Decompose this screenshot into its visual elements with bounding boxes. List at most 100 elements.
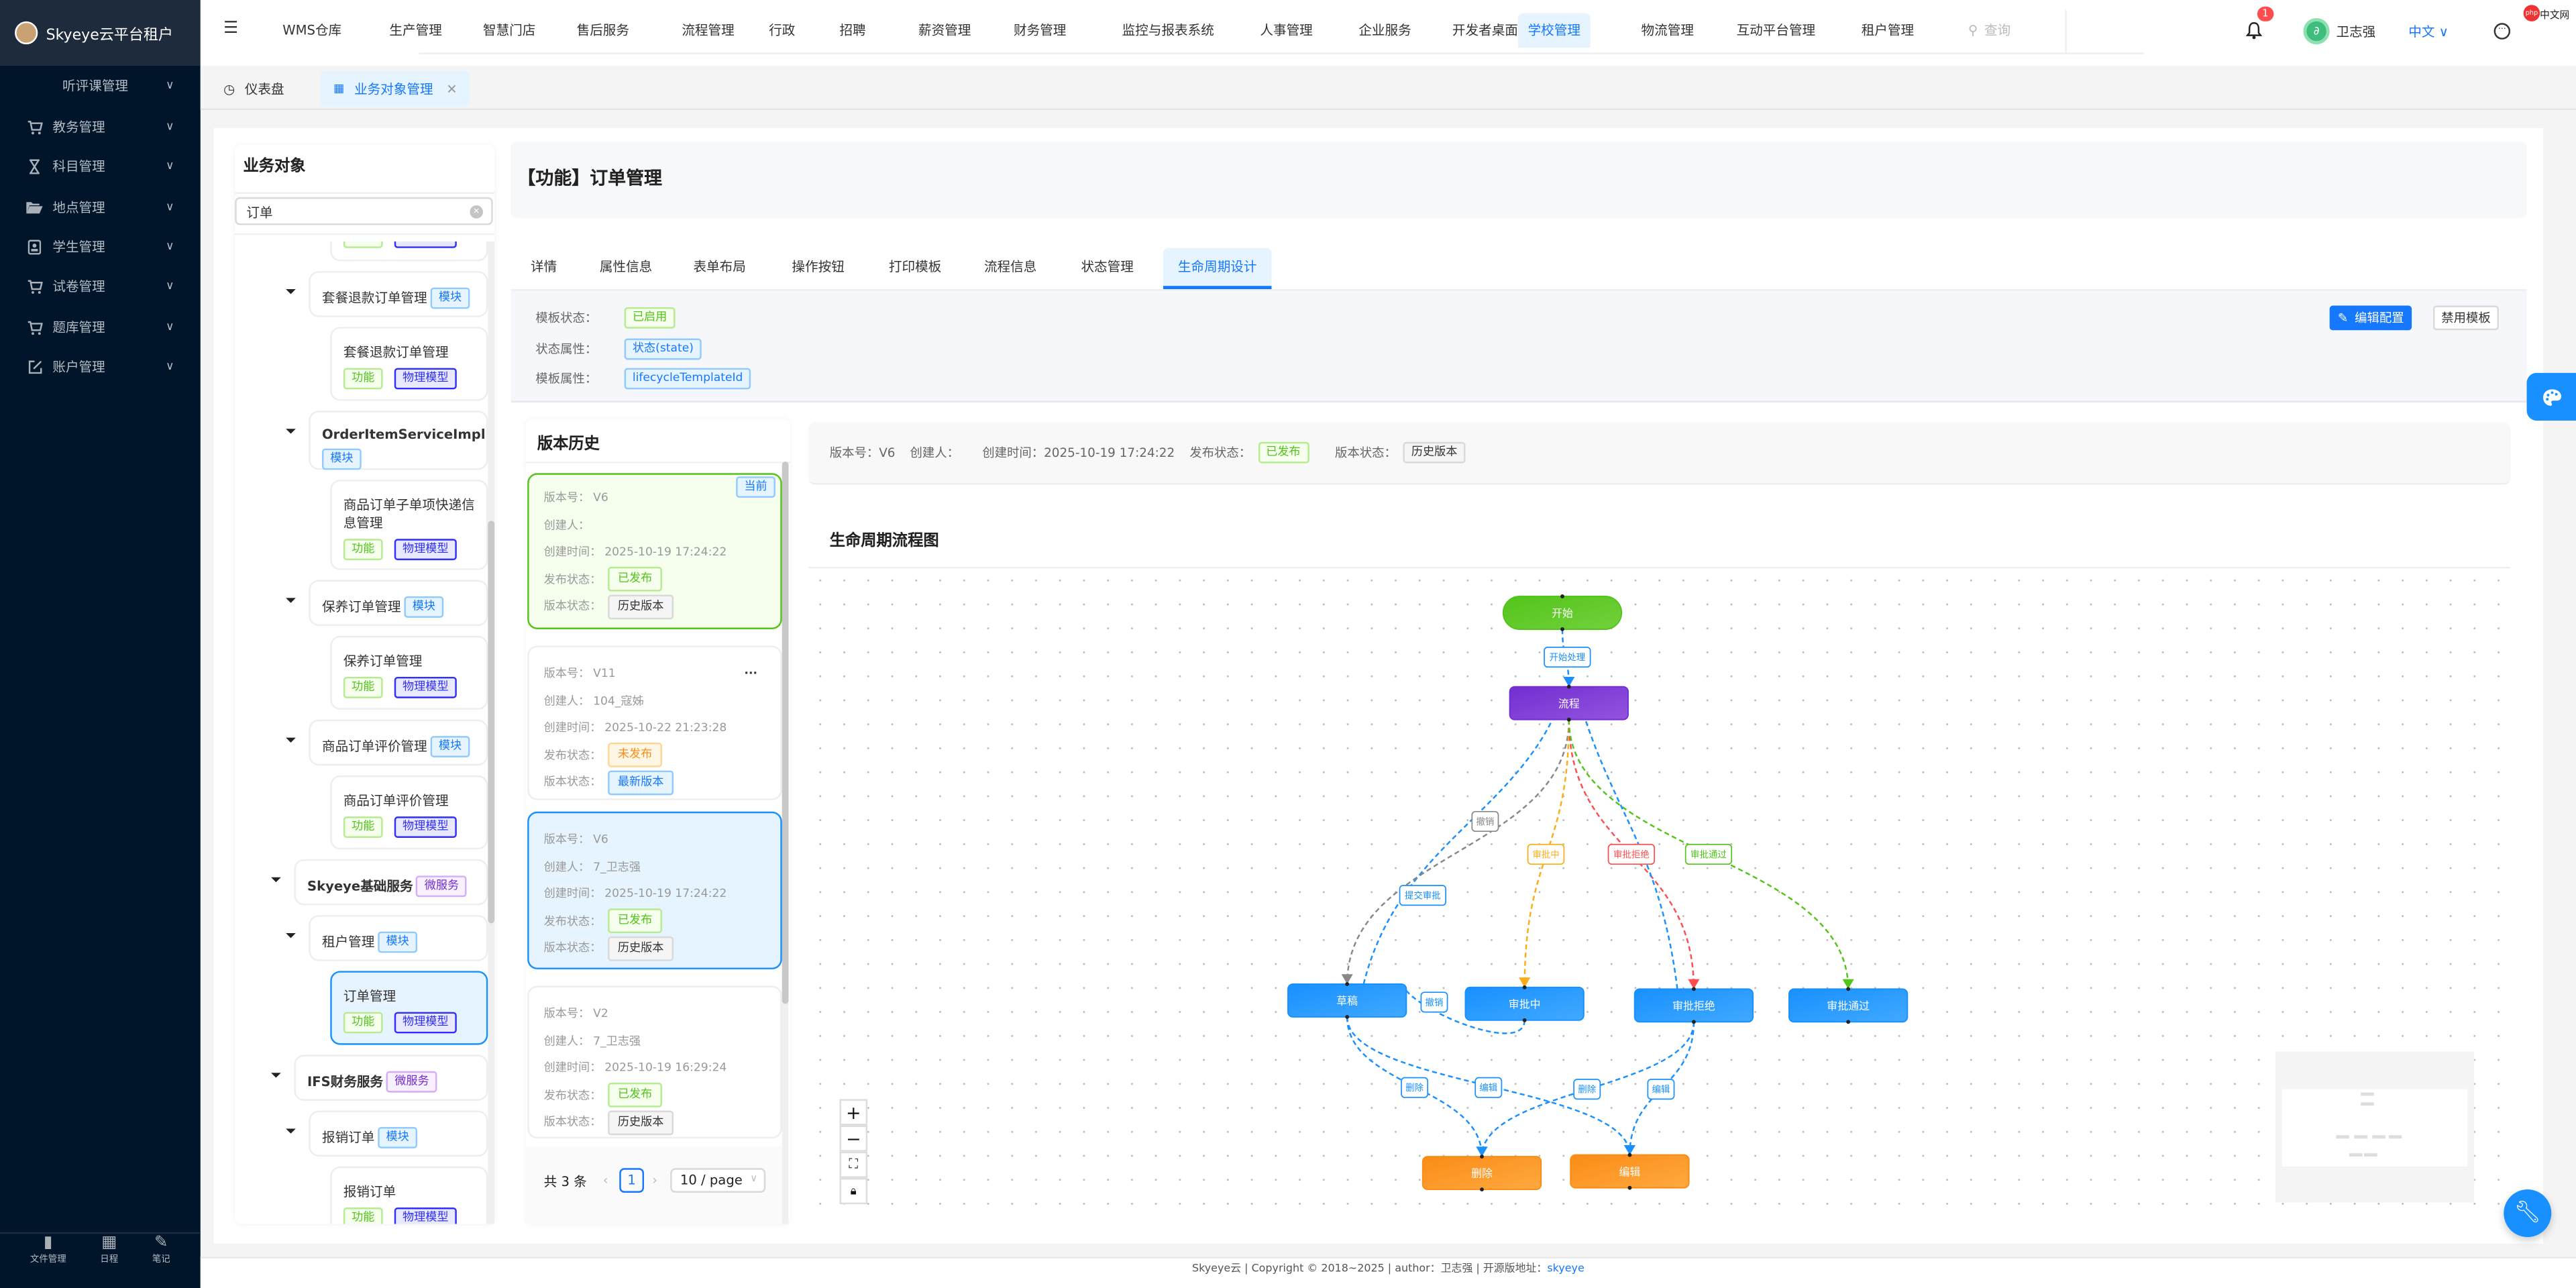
sidebar-item[interactable]: 科目管理∨ [0,148,201,184]
flow-node-pending[interactable]: 审批中 [1464,985,1585,1022]
detail-tab[interactable]: 状态管理 [1081,259,1134,274]
sidebar-tool-1[interactable]: ▦日程 [100,1234,118,1265]
language-select[interactable]: 中文 ∨ [2408,23,2449,41]
flow-canvas[interactable] [808,566,2511,1224]
tree-node-module[interactable]: 套餐退款订单管理模块 [309,271,488,317]
sidebar-item[interactable]: 地点管理∨ [0,189,201,225]
tree-node-func[interactable]: 套餐退款订单管理功能物理模型 [330,327,488,401]
nav-item[interactable]: 互动平台管理 [1736,23,1816,38]
lock-button[interactable]: 🔒︎ [839,1177,868,1205]
nav-item[interactable]: 流程管理 [682,23,735,38]
nav-item[interactable]: 招聘 [839,23,866,38]
fit-view-button[interactable]: ⛶ [839,1151,868,1178]
flow-edge-label[interactable]: 编辑 [1474,1077,1503,1098]
flow-edge-label[interactable]: 删除 [1401,1077,1429,1098]
flow-node-approved[interactable]: 审批通过 [1788,987,1909,1024]
flow-node-edit[interactable]: 编辑 [1570,1152,1690,1190]
tree-scrollbar-thumb[interactable] [488,521,495,924]
user-name[interactable]: 卫志强 [2336,24,2376,40]
detail-tab[interactable]: 详情 [531,259,557,274]
close-icon[interactable]: ✕ [446,81,458,97]
flow-node-process[interactable]: 流程 [1509,684,1629,722]
sidebar-item[interactable]: 题库管理∨ [0,309,201,345]
search-input[interactable]: 查询 [1984,23,2011,38]
sidebar-item[interactable]: 听评课管理∨ [0,67,201,103]
tab-business-object[interactable]: ▦ 业务对象管理 ✕ [320,70,471,107]
zoom-out-button[interactable]: − [839,1125,868,1152]
minimap-viewport[interactable] [2282,1089,2468,1167]
flow-node-draft[interactable]: 草稿 [1287,982,1407,1019]
tab-dashboard[interactable]: ◷ 仪表盘 [210,74,297,103]
expand-caret-icon[interactable] [286,933,296,938]
nav-item[interactable]: 学校管理 [1517,13,1591,48]
nav-item[interactable]: 薪资管理 [918,23,971,38]
sidebar-item[interactable]: 学生管理∨ [0,228,201,264]
flow-edge-label[interactable]: 编辑 [1647,1079,1675,1100]
expand-caret-icon[interactable] [286,429,296,434]
detail-tab[interactable]: 生命周期设计 [1163,248,1272,290]
tree-node-module[interactable]: 商品订单评价管理模块 [309,719,488,766]
expand-caret-icon[interactable] [286,737,296,743]
nav-item[interactable]: 财务管理 [1014,23,1067,38]
tree-node-func[interactable]: 订单管理功能物理模型 [330,971,488,1045]
more-icon[interactable]: ··· [744,667,757,680]
detail-tab[interactable]: 打印模板 [888,259,942,274]
prev-page-button[interactable]: ‹ [602,1173,608,1188]
nav-item[interactable]: 租户管理 [1861,23,1915,38]
nav-item[interactable]: 开发者桌面 [1452,23,1518,38]
detail-tab[interactable]: 表单布局 [693,259,746,274]
nav-item[interactable]: 监控与报表系统 [1122,23,1214,38]
tree-node-module[interactable]: 租户管理模块 [309,915,488,961]
source-link[interactable]: skyeye [1547,1261,1585,1275]
tools-button[interactable]: 🔧︎ [2504,1189,2552,1238]
sidebar-item[interactable]: 教务管理∨ [0,109,201,145]
app-logo[interactable]: Skyeye云平台租户 [0,0,201,66]
user-avatar[interactable]: ∂ [2303,17,2330,45]
chat-icon[interactable]: ··· [2493,23,2511,40]
flow-edge-label[interactable]: 提交审批 [1399,885,1446,906]
detail-tab[interactable]: 属性信息 [599,259,653,274]
flow-edge-label[interactable]: 删除 [1573,1079,1601,1100]
tree-node-service[interactable]: IFS财务服务微服务 [294,1055,488,1101]
expand-caret-icon[interactable] [271,1073,281,1078]
expand-caret-icon[interactable] [286,289,296,294]
tree-node-module[interactable]: 报销订单模块 [309,1110,488,1157]
page-1-button[interactable]: 1 [619,1168,645,1193]
sidebar-tool-2[interactable]: ✎笔记 [152,1234,170,1265]
nav-item[interactable]: 智慧门店 [483,23,536,38]
flow-edge-label[interactable]: 审批通过 [1684,843,1733,865]
expand-caret-icon[interactable] [286,1128,296,1134]
flow-edge-label[interactable]: 撤销 [1471,810,1499,833]
clear-icon[interactable]: ✕ [470,205,484,219]
menu-toggle-icon[interactable]: ☰ [223,19,239,38]
nav-item[interactable]: 物流管理 [1641,23,1694,38]
flow-node-rejected[interactable]: 审批拒绝 [1633,987,1754,1024]
minimap[interactable] [2275,1051,2475,1203]
search-box[interactable]: ⚲ 查询 [1968,21,2010,40]
nav-item[interactable]: 生产管理 [389,23,442,38]
version-scrollbar-thumb[interactable] [782,462,789,1004]
tree-node-func[interactable]: 商品订单子单项快递信息管理功能物理模型 [330,480,488,570]
next-page-button[interactable]: › [652,1173,658,1188]
notification-button[interactable]: 1 [2245,6,2273,43]
theme-palette-button[interactable] [2526,372,2576,421]
flow-edge-label[interactable]: 开始处理 [1544,647,1591,668]
flow-edge-label[interactable]: 审批拒绝 [1607,843,1656,865]
page-size-select[interactable]: 10 / page∨ [670,1168,766,1193]
sidebar-tool-0[interactable]: ▮文件管理 [30,1234,66,1265]
sidebar-item[interactable]: 账户管理∨ [0,348,201,384]
nav-item[interactable]: WMS仓库 [282,23,342,38]
tree-search-input[interactable]: 订单 ✕ [235,197,493,225]
sidebar-item[interactable]: 试卷管理∨ [0,268,201,304]
flow-node-delete[interactable]: 删除 [1421,1155,1542,1192]
nav-item[interactable]: 人事管理 [1260,23,1313,38]
detail-tab[interactable]: 流程信息 [983,259,1037,274]
nav-item[interactable]: 售后服务 [576,23,629,38]
tree-node-func[interactable]: 报销订单功能物理模型 [330,1166,488,1224]
expand-caret-icon[interactable] [286,598,296,603]
